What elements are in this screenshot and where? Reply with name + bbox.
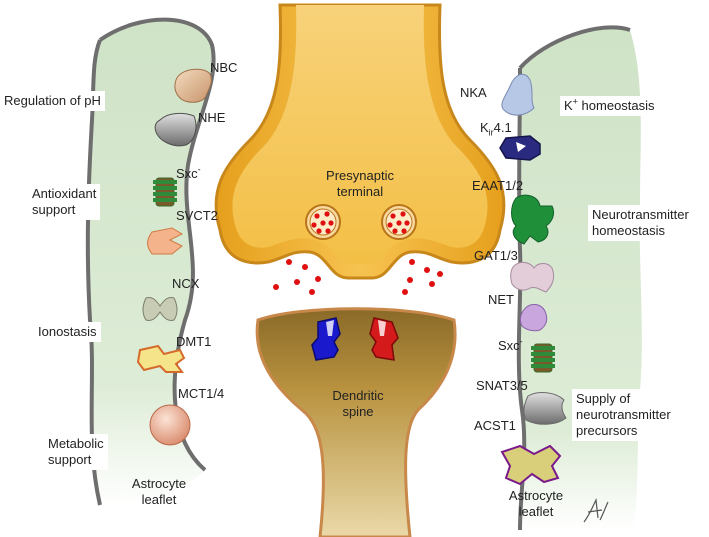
snat-transporter-icon: [523, 392, 567, 425]
label-dmt1: DMT1: [176, 334, 212, 349]
released-neurotransmitter: [273, 259, 443, 295]
label-k-sup: +: [572, 96, 578, 107]
label-eaat: EAAT1/2: [472, 178, 524, 193]
label-svct2: SVCT2: [176, 208, 218, 223]
label-regulation-ph: Regulation of pH: [0, 91, 105, 111]
signature-mark: [583, 497, 609, 523]
label-k-main: K: [564, 98, 573, 113]
nka-pump-icon: [501, 73, 535, 116]
nhe-transporter-icon: [154, 112, 197, 147]
label-kir-sub: ir: [488, 127, 494, 138]
label-sxc-right-sup: -: [519, 336, 523, 347]
label-dendritic: Dendritic spine: [318, 388, 398, 420]
nbc-transporter-icon: [174, 68, 212, 103]
label-nt-line2: homeostasis: [592, 223, 665, 238]
ncx-transporter-icon: [142, 297, 178, 321]
label-supply-line1: Supply of: [576, 391, 631, 406]
label-sxc-left: Sxc-: [176, 164, 201, 182]
label-gat: GAT1/3: [474, 248, 518, 263]
label-nbc: NBC: [210, 60, 238, 75]
label-mct: MCT1/4: [178, 386, 225, 401]
label-dendritic-line1: Dendritic: [332, 388, 384, 403]
label-net: NET: [488, 292, 514, 307]
label-antioxidant-line1: Antioxidant: [32, 186, 97, 201]
label-sxc-left-sup: -: [197, 164, 201, 175]
postsynaptic-receptor-icon: [369, 317, 399, 361]
label-nhe: NHE: [198, 110, 226, 125]
mct-transporter-icon: [149, 404, 191, 446]
synaptic-vesicle-right: [381, 204, 417, 240]
label-nka: NKA: [460, 85, 487, 100]
label-astrocyte-right-line2: leaflet: [518, 504, 554, 519]
label-astrocyte-right: Astrocyte leaflet: [500, 488, 572, 520]
eaat-transporter-icon: [511, 194, 555, 245]
label-astrocyte-left-line2: leaflet: [141, 492, 177, 507]
postsynaptic-receptor-icon: [311, 317, 341, 361]
acst-transporter-icon: [500, 444, 562, 486]
label-kir-k: K: [480, 120, 489, 135]
label-sxc-right-text: Sxc: [498, 338, 520, 353]
label-metabolic-line1: Metabolic: [48, 436, 104, 451]
label-astrocyte-left-line1: Astrocyte: [131, 476, 187, 491]
label-kir: Kir4.1: [480, 120, 512, 138]
label-snat: SNAT3/5: [476, 378, 528, 393]
label-acst: ACST1: [474, 418, 516, 433]
sxc-transporter-icon: [153, 177, 177, 207]
label-ncx: NCX: [172, 276, 200, 291]
label-ionostasis: Ionostasis: [34, 322, 101, 342]
presynaptic-terminal: [214, 3, 506, 280]
label-astrocyte-left: Astrocyte leaflet: [124, 476, 194, 508]
label-antioxidant-line2: support: [32, 202, 76, 217]
label-k-rest: homeostasis: [577, 98, 655, 113]
dendritic-spine: [255, 307, 457, 537]
label-kir-rest: 4.1: [493, 120, 512, 135]
gat-transporter-icon: [510, 261, 555, 293]
label-k-homeostasis: K+ homeostasis: [560, 96, 659, 116]
label-antioxidant: Antioxidant support: [28, 184, 101, 220]
label-astrocyte-right-line1: Astrocyte: [508, 488, 564, 503]
kir-channel-icon: [499, 135, 541, 161]
label-sxc-left-text: Sxc: [176, 166, 198, 181]
label-metabolic: Metabolic support: [44, 434, 108, 470]
svct2-transporter-icon: [147, 227, 184, 255]
net-transporter-icon: [519, 303, 548, 332]
label-presynaptic-line2: terminal: [336, 184, 384, 199]
dmt1-transporter-icon: [136, 344, 186, 373]
sxc-transporter-icon: [531, 343, 555, 373]
label-dendritic-line2: spine: [342, 404, 374, 419]
label-sxc-right: Sxc-: [498, 336, 523, 354]
label-nt-homeostasis: Neurotransmitter homeostasis: [588, 205, 693, 241]
label-presynaptic: Presynaptic terminal: [314, 168, 406, 200]
label-supply-line2: neurotransmitter: [576, 407, 671, 422]
label-metabolic-line2: support: [48, 452, 92, 467]
synaptic-vesicle-left: [305, 204, 341, 240]
label-supply: Supply of neurotransmitter precursors: [572, 389, 675, 441]
label-nt-line1: Neurotransmitter: [592, 207, 689, 222]
label-presynaptic-line1: Presynaptic: [326, 168, 394, 183]
label-supply-line3: precursors: [576, 423, 638, 438]
